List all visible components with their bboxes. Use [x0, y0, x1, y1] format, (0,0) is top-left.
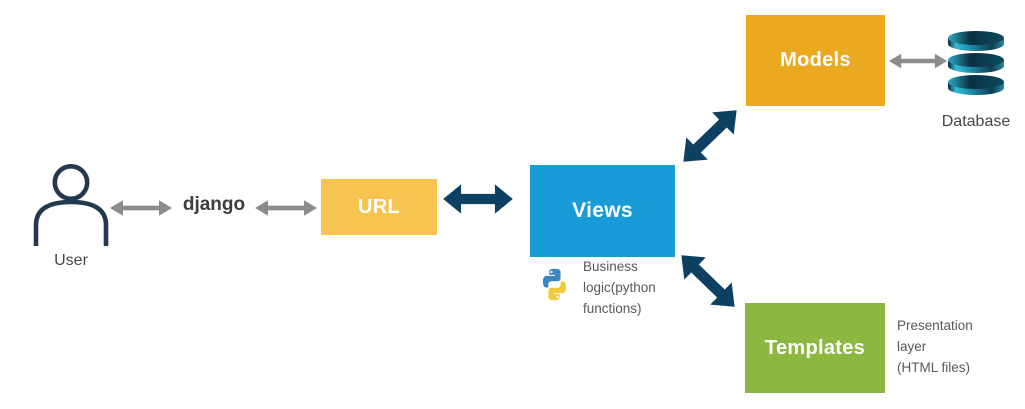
views-models-arrow [683, 110, 737, 162]
views-note-line: Business [583, 259, 638, 274]
person-outline-icon [33, 163, 109, 246]
database-cylinder-icon [948, 31, 1004, 95]
views-note-line: functions) [583, 301, 642, 316]
views-templates-arrow [681, 255, 735, 307]
views-note-line: logic(python [583, 280, 656, 295]
user-label: User [54, 252, 88, 269]
models-database-arrow [888, 53, 948, 69]
models-label: Models [780, 49, 851, 71]
templates-note-line: (HTML files) [897, 360, 970, 375]
views-note: Business logic(python functions) [583, 256, 683, 319]
views-label: Views [572, 199, 633, 222]
models-node: Models [746, 15, 885, 106]
django-url-arrow [255, 200, 317, 216]
templates-note-line: layer [897, 339, 927, 354]
views-node: Views [530, 165, 675, 257]
database-label: Database [941, 113, 1011, 130]
templates-label: Templates [764, 336, 866, 359]
templates-note-line: Presentation [897, 318, 973, 333]
django-label: django [182, 194, 246, 215]
templates-note: Presentation layer (HTML files) [897, 315, 1012, 378]
templates-node: Templates [745, 303, 885, 393]
url-views-arrow [443, 184, 513, 214]
user-django-arrow [110, 200, 172, 216]
url-node: URL [321, 179, 437, 235]
url-label: URL [357, 195, 400, 218]
python-logo-icon [542, 268, 567, 301]
